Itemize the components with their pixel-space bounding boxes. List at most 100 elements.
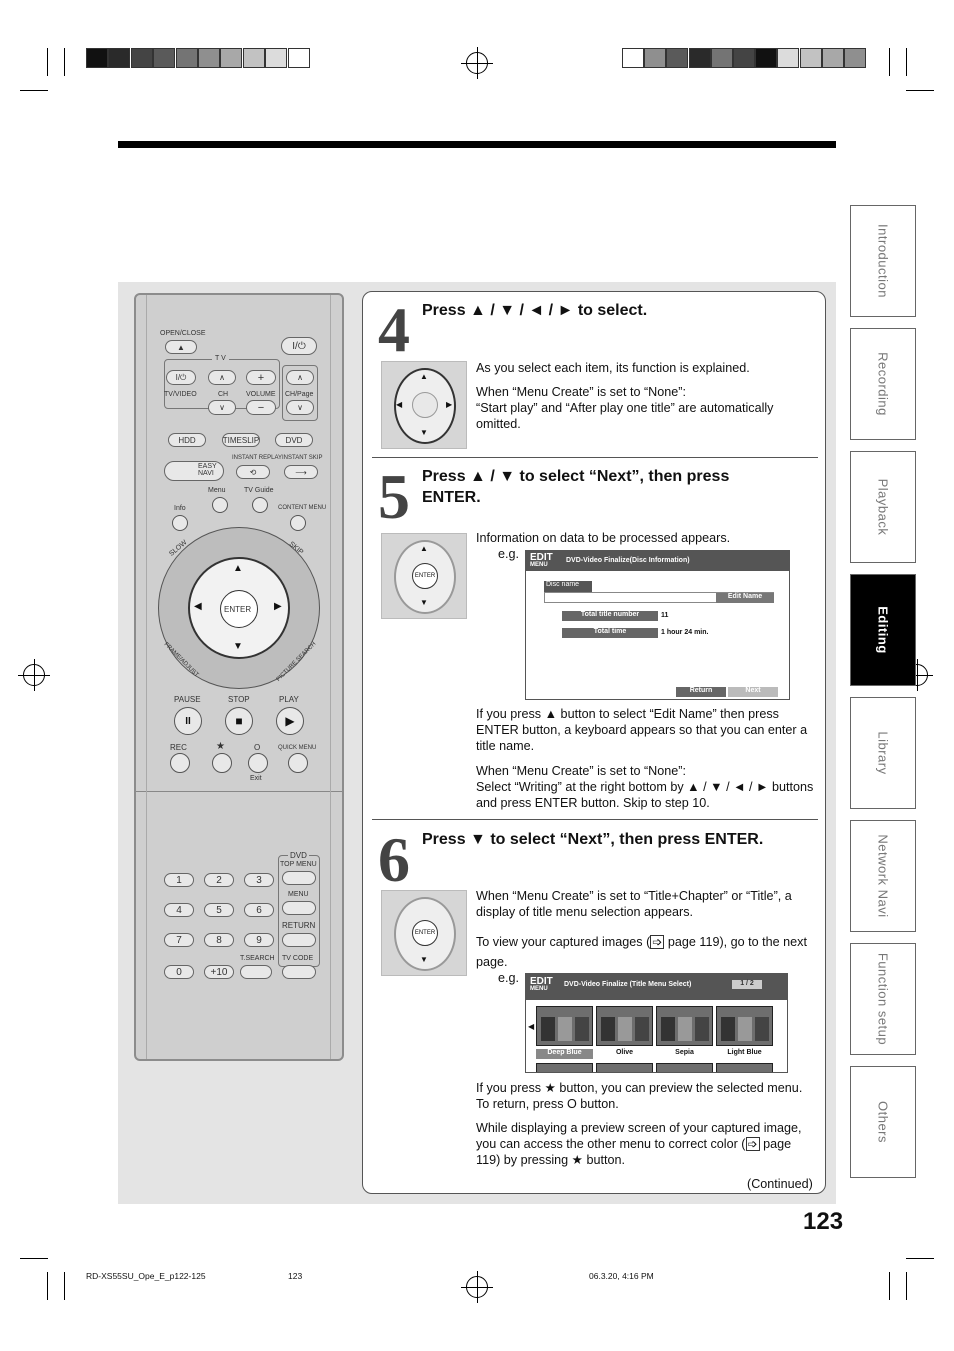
color-swatch	[821, 48, 844, 68]
tab-network-navi[interactable]: Network Navi	[850, 820, 916, 932]
thumbnail-block	[755, 1017, 769, 1041]
stop-button[interactable]: ■	[225, 707, 253, 735]
tab-recording[interactable]: Recording	[850, 328, 916, 440]
dpad-up-icon[interactable]: ▲	[233, 563, 243, 574]
number-key-0[interactable]: 0	[164, 965, 194, 979]
next-button[interactable]: Next	[728, 687, 778, 697]
theme-preview[interactable]	[536, 1063, 593, 1072]
instant-skip-label: INSTANT SKIP	[282, 455, 323, 461]
circle-button[interactable]	[248, 753, 268, 773]
tv-code-button[interactable]	[282, 965, 316, 979]
theme-preview[interactable]	[536, 1006, 593, 1046]
color-swatch	[175, 48, 198, 68]
tab-function-setup[interactable]: Function setup	[850, 943, 916, 1055]
thumbnail-block	[661, 1017, 675, 1041]
dpad-right-icon[interactable]: ▶	[274, 601, 282, 612]
theme-preview[interactable]	[716, 1006, 773, 1046]
t-search-button[interactable]	[240, 965, 272, 979]
up-arrow-icon: ▲	[420, 544, 428, 553]
return-button[interactable]: Return	[676, 687, 726, 697]
volume-up-button[interactable]: +	[246, 370, 276, 385]
step-title: Press ▼ to select “Next”, then press ENT…	[422, 831, 764, 848]
star-button[interactable]	[212, 753, 232, 773]
ch-up-button[interactable]: ∧	[208, 370, 236, 385]
theme-preview[interactable]	[656, 1063, 713, 1072]
crop-mark	[20, 1258, 48, 1259]
instant-replay-button[interactable]: ⟲	[236, 465, 270, 479]
number-key-5[interactable]: 5	[204, 903, 234, 917]
return-button[interactable]	[282, 933, 316, 947]
open-close-button[interactable]: ▲	[165, 340, 197, 354]
theme-preview[interactable]	[596, 1063, 653, 1072]
top-menu-button[interactable]	[282, 871, 316, 885]
menu-button[interactable]	[212, 497, 228, 513]
power-button[interactable]: I/⏻	[281, 337, 317, 355]
ch-page-up-button[interactable]: ∧	[286, 370, 314, 385]
dpad-left-icon[interactable]: ◀	[194, 601, 202, 612]
circle-label: O	[254, 743, 261, 752]
color-swatch	[220, 48, 243, 68]
content-menu-button[interactable]	[290, 515, 306, 531]
tab-introduction[interactable]: Introduction	[850, 205, 916, 317]
theme-label: Sepia	[675, 1049, 694, 1056]
easy-navi-label: EASY NAVI	[198, 463, 217, 477]
volume-down-button[interactable]: −	[246, 400, 276, 415]
dpad-down-icon[interactable]: ▼	[233, 641, 243, 652]
timeslip-button[interactable]: TIMESLIP	[222, 433, 260, 447]
step-title: Press ▲ / ▼ / ◄ / ► to select.	[422, 302, 648, 319]
number-key-1[interactable]: 1	[164, 873, 194, 887]
color-swatch	[755, 48, 778, 68]
play-button[interactable]: ▶	[276, 707, 304, 735]
number-key-+10[interactable]: +10	[204, 965, 234, 979]
edit-menu-logo: EDIT	[530, 552, 553, 563]
number-key-4[interactable]: 4	[164, 903, 194, 917]
number-key-9[interactable]: 9	[244, 933, 274, 947]
rec-label: REC	[170, 743, 187, 752]
tv-power-button[interactable]: I/⏻	[166, 370, 196, 385]
total-title-label: Total title number	[562, 611, 658, 621]
quick-menu-button[interactable]	[288, 753, 308, 773]
tab-label: Editing	[875, 606, 891, 654]
number-key-7[interactable]: 7	[164, 933, 194, 947]
ch-page-down-button[interactable]: ∨	[286, 400, 314, 415]
tab-label: Recording	[875, 352, 891, 416]
tab-label: Function setup	[875, 952, 891, 1046]
number-key-3[interactable]: 3	[244, 873, 274, 887]
pause-button[interactable]: II	[174, 707, 202, 735]
theme-preview[interactable]	[716, 1063, 773, 1072]
tv-label: T V	[212, 355, 229, 362]
eg-label: e.g.	[498, 547, 520, 561]
ch-down-button[interactable]: ∨	[208, 400, 236, 415]
number-key-6[interactable]: 6	[244, 903, 274, 917]
edit-name-button[interactable]: Edit Name	[716, 593, 774, 603]
tv-guide-button[interactable]	[252, 497, 268, 513]
ch-page-label: CH/Page	[285, 391, 314, 398]
tab-label: Others	[875, 1100, 891, 1144]
step5-text: Select “Writing” at the right bottom by …	[476, 780, 814, 810]
theme-preview[interactable]	[656, 1006, 713, 1046]
tab-editing[interactable]: Editing	[850, 574, 916, 686]
hdd-button[interactable]: HDD	[168, 433, 206, 447]
rec-button[interactable]	[170, 753, 190, 773]
dvd-button[interactable]: DVD	[275, 433, 313, 447]
tab-playback[interactable]: Playback	[850, 451, 916, 563]
dvd-menu-button[interactable]	[282, 901, 316, 915]
enter-button[interactable]	[220, 590, 258, 628]
theme-preview[interactable]	[596, 1006, 653, 1046]
step4-text: As you select each item, its function is…	[476, 361, 750, 375]
step6-text: When “Menu Create” is set to “Title+Chap…	[476, 889, 792, 919]
easy-navi-button[interactable]	[164, 461, 224, 481]
instant-skip-button[interactable]: ⟶	[284, 465, 318, 479]
number-key-2[interactable]: 2	[204, 873, 234, 887]
info-button[interactable]	[172, 515, 188, 531]
tab-others[interactable]: Others	[850, 1066, 916, 1178]
crop-mark	[889, 48, 890, 76]
color-swatch	[777, 48, 800, 68]
page-reference-icon: ➩	[650, 935, 665, 949]
tab-library[interactable]: Library	[850, 697, 916, 809]
dpad-ring	[394, 897, 456, 971]
left-arrow-icon[interactable]: ◀	[528, 1022, 535, 1031]
number-key-8[interactable]: 8	[204, 933, 234, 947]
up-arrow-icon: ▲	[420, 372, 428, 381]
edit-menu-logo: EDIT	[530, 976, 553, 987]
